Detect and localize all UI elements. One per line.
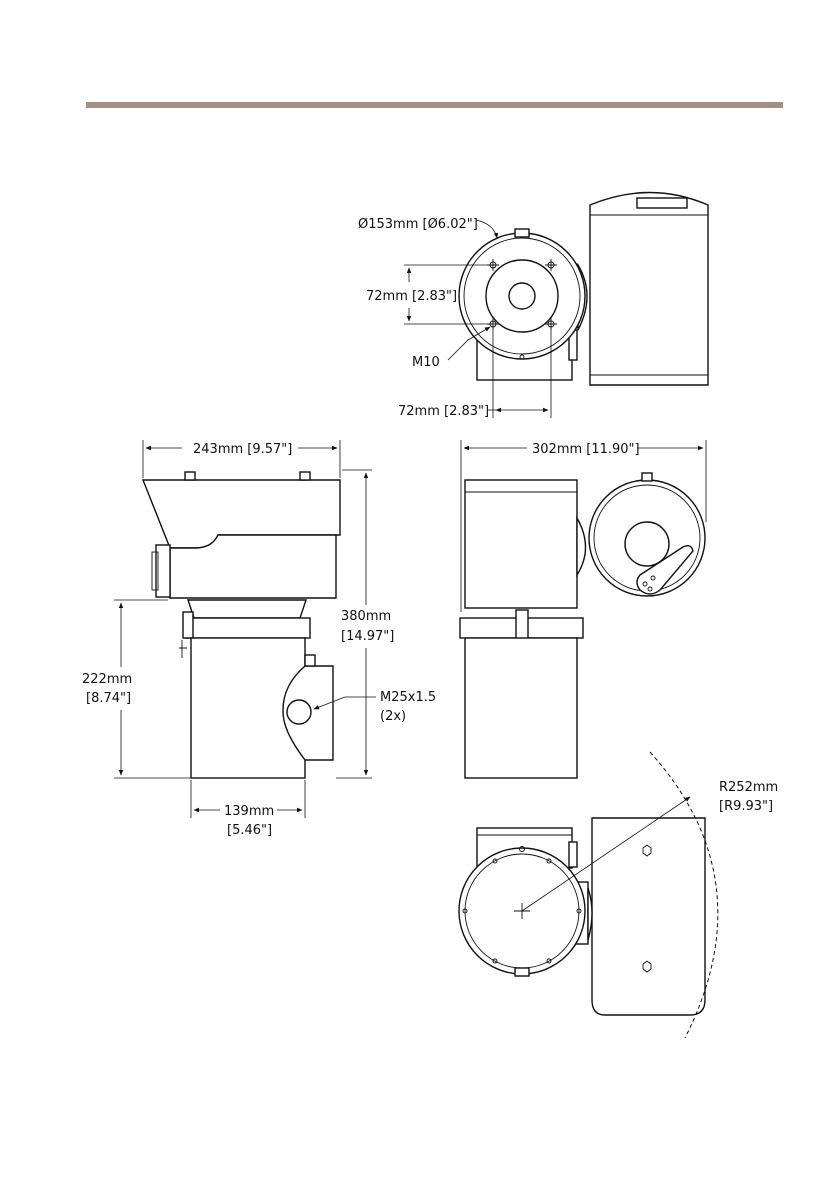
base-width-in-label: [5.46"] [227,823,272,838]
radius-mm-label: R252mm [719,780,778,795]
width-side-label: 243mm [9.57"] [193,442,292,457]
cable-entry-count-label: (2x) [380,709,406,724]
cable-entry-label: M25x1.5 [380,690,436,705]
height-total-mm-label: 380mm [341,609,391,624]
top-view: Ø153mm [Ø6.02"] 72mm [2.83"] M10 72mm [2… [358,193,708,420]
radius-in-label: [R9.93"] [719,799,773,814]
front-view: 302mm [11.90"] [460,440,706,778]
hole-spacing-horizontal-label: 72mm [2.83"] [398,404,489,419]
side-view: 243mm [9.57"] 380mm [14.97"] 222mm [8.74… [82,440,436,838]
height-base-mm-label: 222mm [82,672,132,687]
hole-spacing-vertical-label: 72mm [2.83"] [366,289,457,304]
height-base-in-label: [8.74"] [86,691,131,706]
width-front-label: 302mm [11.90"] [532,442,640,457]
base-width-mm-label: 139mm [224,804,274,819]
bottom-view: R252mm [R9.93"] [459,752,778,1038]
thread-label: M10 [412,355,440,370]
height-total-in-label: [14.97"] [341,629,394,644]
diameter-label: Ø153mm [Ø6.02"] [358,217,478,232]
